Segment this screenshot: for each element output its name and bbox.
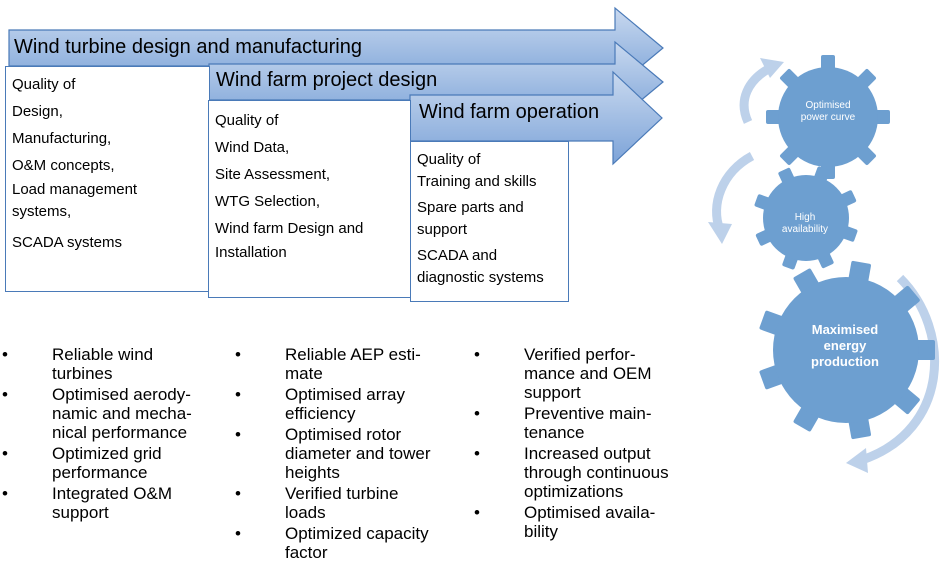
stage-box-1: Quality of Design, Manufacturing, O&M co…	[5, 66, 210, 292]
gear-power-curve	[766, 55, 890, 179]
bullet-item: Optimised availa-bility	[474, 503, 714, 541]
stage-3-line: Spare parts and	[417, 199, 524, 216]
cycle-arrow-top	[739, 64, 773, 124]
stage-1-line: Load management	[12, 181, 138, 198]
stage-3-line: Training and skills	[417, 173, 537, 190]
bullet-item: Reliable AEP esti-mate	[235, 345, 465, 383]
stage-title-1: Wind turbine design and manufacturing	[14, 36, 362, 58]
stage-1-line: Design,	[12, 103, 63, 120]
stage-1-line: Manufacturing,	[12, 130, 112, 147]
stage-3-line: support	[417, 221, 468, 238]
gear-body	[763, 175, 849, 261]
stage-box-2: Quality of Wind Data, Site Assessment, W…	[208, 100, 411, 298]
bullet-item: Preventive main-tenance	[474, 404, 714, 442]
cycle-arrowhead-bottom	[846, 448, 868, 473]
stage-3-line: diagnostic systems	[417, 269, 544, 286]
stage-3-line: Quality of	[417, 151, 481, 168]
gear-body	[778, 67, 878, 167]
stage-3-line: SCADA and	[417, 247, 498, 264]
stage-2-line: Quality of	[215, 112, 279, 129]
gear-energy-production	[759, 260, 935, 440]
cycle-arrow-middle	[712, 152, 755, 232]
cycle-arrowhead-middle	[708, 222, 732, 244]
bullet-list-2: Reliable AEP esti-mate Optimised arrayef…	[235, 345, 465, 564]
stage-title-3: Wind farm operation	[419, 101, 600, 123]
gear-body	[773, 277, 919, 423]
stage-1-line: SCADA systems	[12, 234, 123, 251]
stage-title-2: Wind farm project design	[216, 69, 438, 91]
bullet-item: Optimised aerody-namic and mecha-nical p…	[2, 385, 222, 442]
stage-1-line: O&M concepts,	[12, 157, 115, 174]
stage-2-line: Wind Data,	[215, 139, 290, 156]
stage-2-line: Site Assessment,	[215, 166, 331, 183]
stage-box-3: Quality of Training and skills Spare par…	[410, 141, 569, 302]
stage-2-line: Wind farm Design and	[215, 220, 364, 237]
stage-2-line: WTG Selection,	[215, 193, 321, 210]
stage-1-line: Quality of	[12, 76, 76, 93]
cycle-arrowhead-top	[760, 58, 784, 78]
stage-2-line: Installation	[215, 244, 287, 261]
gear-availability	[754, 166, 858, 270]
stage-1-line: systems,	[12, 203, 72, 220]
